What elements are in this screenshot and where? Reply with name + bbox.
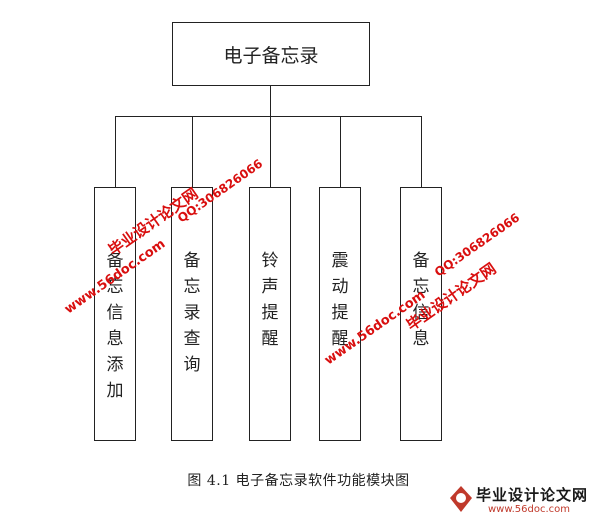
logo-site-text: www.56doc.com bbox=[488, 504, 571, 515]
module-label: 备忘信息 bbox=[412, 251, 430, 349]
module-label: 铃声提醒 bbox=[261, 251, 279, 349]
module-3-connector bbox=[270, 116, 271, 187]
module-box-ringtone-reminder: 铃声提醒 bbox=[249, 187, 291, 441]
horizontal-bus-connector bbox=[115, 116, 421, 117]
module-2-connector bbox=[192, 116, 193, 187]
module-1-connector bbox=[115, 116, 116, 187]
module-5-connector bbox=[421, 116, 422, 187]
module-4-connector bbox=[340, 116, 341, 187]
module-box-memo-info: 备忘信息 bbox=[400, 187, 442, 441]
module-box-vibration-reminder: 震动提醒 bbox=[319, 187, 361, 441]
root-stem-connector bbox=[270, 86, 271, 116]
figure-caption: 图 4.1 电子备忘录软件功能模块图 bbox=[187, 473, 410, 489]
module-box-add-memo: 备忘信息添加 bbox=[94, 187, 136, 441]
module-label: 震动提醒 bbox=[331, 251, 349, 349]
root-node-box: 电子备忘录 bbox=[172, 22, 370, 86]
logo-text: 毕业设计论文网 bbox=[476, 486, 589, 504]
site-logo: 毕业设计论文网 www.56doc.com bbox=[448, 484, 593, 518]
logo-emblem-icon bbox=[450, 486, 472, 512]
module-label: 备忘信息添加 bbox=[106, 251, 124, 401]
module-box-memo-query: 备忘录查询 bbox=[171, 187, 213, 441]
module-label: 备忘录查询 bbox=[183, 251, 201, 375]
root-node-label: 电子备忘录 bbox=[223, 44, 319, 67]
